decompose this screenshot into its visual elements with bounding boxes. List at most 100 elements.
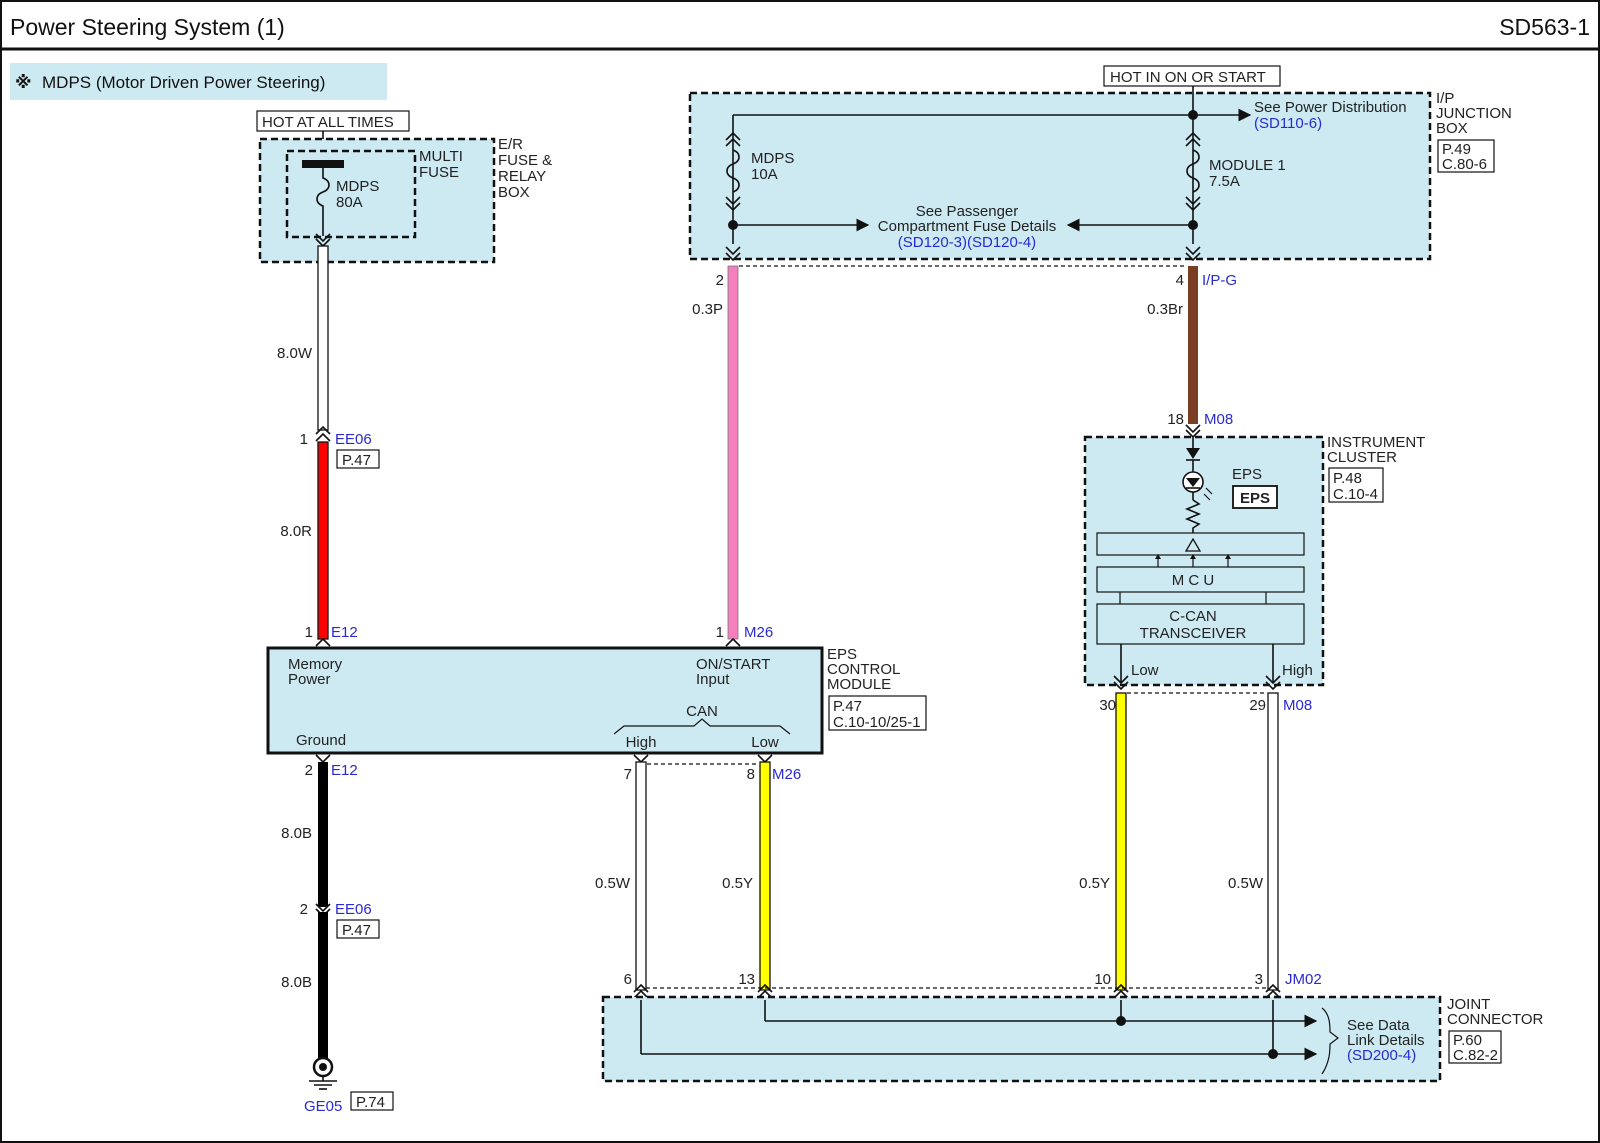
hot-in-on-or-start-label: HOT IN ON OR START: [1110, 69, 1266, 86]
data-link-brace: [1321, 1007, 1339, 1075]
diode-icon: [1186, 448, 1200, 459]
ipg-pin4-number: 4: [1176, 272, 1184, 289]
cluster-logic-triangle-icon: [1184, 537, 1202, 552]
fuse-80a-rating: 80A: [336, 194, 363, 211]
wire-0-5y-left: [759, 761, 771, 991]
wire-0-5w-right-label: 0.5W: [1228, 875, 1264, 892]
ip-box-ref-1: P.49: [1442, 141, 1471, 158]
joint-ref-box: [1448, 1030, 1502, 1064]
wire-8-0b-upper-label: 8.0B: [281, 825, 312, 842]
eps-module-title-3: MODULE: [827, 676, 891, 693]
eps-indicator-text: EPS: [1240, 490, 1270, 507]
multi-fuse-box: [285, 149, 417, 239]
can-label: CAN: [686, 703, 718, 720]
c-can-transceiver-block: [1096, 603, 1305, 645]
passenger-fuse-label-2: Compartment Fuse Details: [878, 218, 1056, 235]
eps-module-title-1: EPS: [827, 646, 857, 663]
memory-power-label-1: Memory: [288, 656, 343, 673]
m26-pin7-number: 7: [624, 766, 632, 783]
ee06-pin1-number: 1: [300, 431, 308, 448]
data-link-label-2: Link Details: [1347, 1032, 1425, 1049]
joint-ref-2: C.82-2: [1453, 1047, 1498, 1064]
cluster-low-label: Low: [1131, 662, 1159, 679]
ee06-page-ref-1: P.47: [342, 452, 371, 469]
ee06-connector-bottom: EE06: [335, 901, 372, 918]
eps-control-module: [266, 646, 824, 755]
m26-connector-top: M26: [744, 624, 773, 641]
hot-at-all-times-label: HOT AT ALL TIMES: [262, 114, 394, 131]
multi-fuse-title-2: FUSE: [419, 164, 459, 181]
er-box-title-4: BOX: [498, 184, 530, 201]
m26-pin1-number: 1: [716, 624, 724, 641]
hot-in-on-or-start-box: [1103, 65, 1281, 87]
multi-fuse-title-1: MULTI: [419, 148, 463, 165]
subtitle-text: MDPS (Motor Driven Power Steering): [42, 73, 325, 92]
m08-pin30-number: 30: [1099, 697, 1116, 714]
cluster-logic-bar: [1096, 532, 1305, 556]
ee06-page-ref-2: P.47: [342, 922, 371, 939]
wire-8-0b-lower-label: 8.0B: [281, 974, 312, 991]
e12-connector-top: E12: [331, 624, 358, 641]
wire-0-5w-left-label: 0.5W: [595, 875, 631, 892]
wire-8-0w: [317, 245, 329, 431]
fuse-mdps-10a-icon: [726, 149, 740, 193]
joint-title-1: JOINT: [1447, 996, 1490, 1013]
jm02-pin6-number: 6: [624, 971, 632, 988]
jm02-pin10-number: 10: [1094, 971, 1111, 988]
cluster-ref-1: P.48: [1333, 470, 1362, 487]
eps-module-ref-2: C.10-10/25-1: [833, 714, 921, 731]
wire-8-0b-lower: [318, 912, 328, 1062]
ge05-page-ref-box: [350, 1091, 394, 1111]
eps-indicator-box: [1232, 485, 1278, 509]
wire-0-5y-right-label: 0.5Y: [1079, 875, 1110, 892]
wire-0-5y-right: [1115, 692, 1127, 991]
m26-connector-bottom: M26: [772, 766, 801, 783]
ip-box-ref-box: [1437, 139, 1495, 173]
wire-0-3br-label: 0.3Br: [1147, 301, 1183, 318]
ee06-page-ref-box-2: [336, 919, 380, 939]
ground-icon: [309, 1056, 337, 1090]
cluster-title-2: CLUSTER: [1327, 449, 1397, 466]
ge05-page-ref: P.74: [356, 1094, 385, 1111]
ipg-pin2-number: 2: [716, 272, 724, 289]
fuse-module1-rating: 7.5A: [1209, 173, 1240, 190]
eps-module-ref-1: P.47: [833, 698, 862, 715]
wire-0-3br: [1188, 266, 1198, 424]
page-title: Power Steering System (1): [10, 14, 285, 40]
passenger-fuse-label-1: See Passenger: [916, 203, 1019, 220]
memory-power-label-2: Power: [288, 671, 331, 688]
data-link-ref: (SD200-4): [1347, 1047, 1416, 1064]
ee06-connector-top: EE06: [335, 431, 372, 448]
wire-8-0r-label: 8.0R: [280, 523, 312, 540]
ipg-connector-label: I/P-G: [1202, 272, 1237, 289]
fuse-mdps-10a-name: MDPS: [751, 150, 794, 167]
fuse-module1-7-5a-icon: [1186, 149, 1200, 193]
ip-box-title-1: I/P: [1436, 90, 1454, 107]
transceiver-label-1: C-CAN: [1169, 608, 1217, 625]
ee06-page-ref-box-1: [336, 449, 380, 469]
can-high-label: High: [626, 734, 657, 751]
eps-lamp-label: EPS: [1232, 466, 1262, 483]
joint-connector-box: [601, 995, 1442, 1083]
wire-0-5w-right: [1267, 692, 1279, 991]
cluster-title-1: INSTRUMENT: [1327, 434, 1425, 451]
e12-pin1-chevron: [315, 637, 331, 647]
er-fuse-relay-box: [258, 137, 496, 264]
wire-0-5y-left-label: 0.5Y: [722, 875, 753, 892]
ip-box-title-2: JUNCTION: [1436, 105, 1512, 122]
passenger-fuse-ref: (SD120-3)(SD120-4): [898, 234, 1036, 251]
ee06-pin1-chevron: [315, 425, 331, 442]
subtitle-background: [10, 63, 387, 100]
m08-connector-bottom: M08: [1283, 697, 1312, 714]
e12-connector-bottom: E12: [331, 762, 358, 779]
on-start-label-1: ON/START: [696, 656, 770, 673]
m26-pin8-number: 8: [747, 766, 755, 783]
ip-box-ref-2: C.80-6: [1442, 156, 1487, 173]
jm02-connector-label: JM02: [1285, 971, 1322, 988]
wire-0-3p-label: 0.3P: [692, 301, 723, 318]
er-box-title-3: RELAY: [498, 168, 546, 185]
ip-box-title-3: BOX: [1436, 120, 1468, 137]
jm02-pin3-number: 3: [1255, 971, 1263, 988]
